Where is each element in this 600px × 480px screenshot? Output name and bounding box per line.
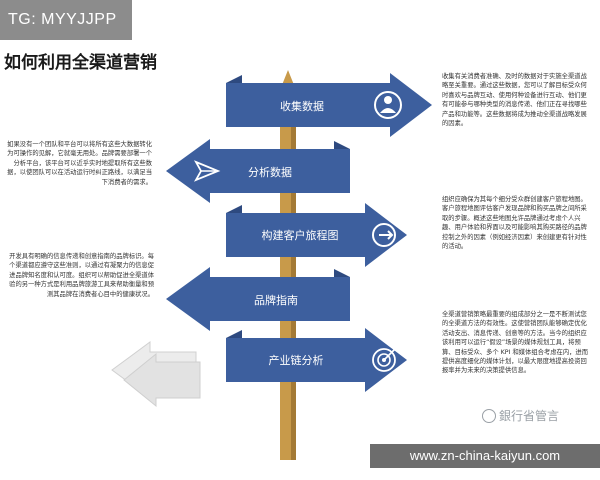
paragraph-customer-journey: 组织应确保为其每个细分受众群创建客户旅程地图。客户旅程地图评估客户发现品牌和购买… — [442, 196, 587, 251]
arrow-industry-chain: 产业链分析 — [226, 328, 407, 392]
watermark-logo-icon — [482, 408, 496, 423]
arrow-label-collect-data: 收集数据 — [280, 99, 324, 113]
watermark: 銀行省管言 — [482, 407, 559, 424]
page-title: 如何利用全渠道营销 — [4, 53, 157, 73]
arrow-brand-guide: 品牌指南 — [166, 267, 350, 331]
paragraph-analyze-data: 如果没有一个团队和平台可以将所有这些大数据转化为可操作的见解，它就毫无用处。品牌… — [7, 141, 152, 186]
arrow-label-customer-journey: 构建客户旅程图 — [262, 228, 339, 242]
arrow-analyze-data: 分析数据 — [166, 139, 350, 203]
url-banner: www.zn-china-kaiyun.com — [370, 444, 600, 468]
signpost-pole-shade — [291, 90, 296, 460]
arrow-customer-journey: 构建客户旅程图 — [226, 203, 407, 267]
watermark-text: 銀行省管言 — [499, 409, 560, 423]
paragraph-collect-data: 收集有关消费者准确、及时的数据对于实施全渠道战略至关重要。通过这些数据，您可以了… — [442, 73, 587, 128]
paragraph-brand-guide: 开发具有明确的信息传递和创意指南的品牌标识。每个渠道都应遵守这些准则，以通过有凝… — [9, 253, 154, 298]
target-icon — [372, 348, 396, 372]
arrow-label-brand-guide: 品牌指南 — [254, 293, 298, 307]
arrow-label-analyze-data: 分析数据 — [248, 165, 292, 179]
arrow-collect-data: 收集数据 — [226, 73, 432, 137]
gray-arrow-front — [123, 352, 201, 408]
paper-plane-icon — [193, 160, 221, 182]
tg-badge: TG: MYYJJPP — [0, 0, 132, 40]
person-icon — [374, 91, 402, 119]
arrow-circle-icon — [372, 223, 396, 247]
paragraph-industry-chain: 全渠道营销策略最重要的组成部分之一是不断测试您的全渠道方法的有效性。这使营销团队… — [442, 311, 589, 375]
arrow-label-industry-chain: 产业链分析 — [269, 353, 324, 367]
